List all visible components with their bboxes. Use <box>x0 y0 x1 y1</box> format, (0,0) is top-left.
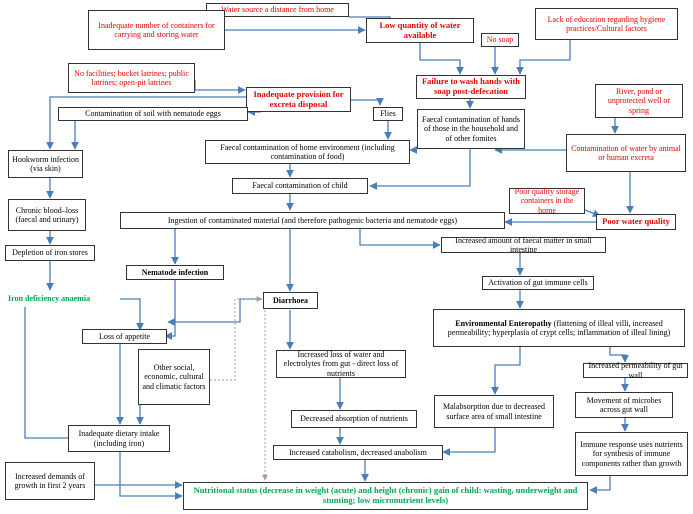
node-faecal-home: Faecal contamination of home environment… <box>205 140 410 164</box>
node-label: Increased catabolism, decreased anabolis… <box>289 447 427 457</box>
node-increased-loss: Increased loss of water and electrolytes… <box>276 350 406 378</box>
node-iron-anaemia: Iron deficiency anaemia <box>5 291 120 307</box>
node-catabolism: Increased catabolism, decreased anabolis… <box>273 445 443 460</box>
node-label: Inadequate number of containers for carr… <box>98 20 215 39</box>
node-increased-permeability: Increased permeability of gut wall <box>583 361 688 380</box>
node-no-soap: No soap <box>481 33 519 47</box>
node-label: Loss of appetite <box>98 331 151 341</box>
node-label: Increased demands of growth in first 2 y… <box>14 471 86 490</box>
node-label: Increased permeability of gut wall <box>588 361 683 380</box>
node-movement-microbes: Movement of microbes across gut wall <box>575 392 673 418</box>
node-river: River, pond or unprotected well or sprin… <box>595 84 683 118</box>
node-label: Diarrhoea <box>272 295 309 305</box>
node-label: Inadequate dietary intake (including iro… <box>78 429 160 448</box>
node-label: River, pond or unprotected well or sprin… <box>607 87 671 115</box>
node-contamination-water: Contamination of water by animal or huma… <box>566 134 686 172</box>
node-label: No soap <box>486 35 514 45</box>
node-label: Malabsorption due to decreased surface a… <box>443 402 545 421</box>
node-environmental-enteropathy: Environmental Enteropathy (flattening of… <box>433 309 685 347</box>
node-label: Low quantity of water available <box>379 19 461 40</box>
node-failure-wash: Failure to wash hands with soap post-def… <box>416 75 526 99</box>
node-increased-faecal: Increased amount of faecal matter in sma… <box>441 235 606 254</box>
node-label: Iron deficiency anaemia <box>8 294 91 304</box>
node-immune-response: Immune response uses nutrients for synth… <box>575 432 688 476</box>
node-label: Flies <box>380 109 396 119</box>
node-label: Activation of gut immune cells <box>488 278 588 288</box>
node-water-source: Water source a distance from home <box>206 3 349 17</box>
node-label: Environmental Enteropathy (flattening of… <box>437 319 681 337</box>
node-label: Nematode infection <box>141 267 209 277</box>
node-flies: Flies <box>373 107 403 121</box>
node-nematode-infection: Nematode infection <box>126 265 224 280</box>
node-depletion-iron: Depletion of iron stores <box>5 245 95 261</box>
node-inadequate-diet: Inadequate dietary intake (including iro… <box>68 425 170 452</box>
node-label: Ingestion of contaminated material (and … <box>167 215 458 225</box>
node-label: Poor quality storage containers in the h… <box>514 187 580 215</box>
env-title: Environmental Enteropathy <box>455 318 552 328</box>
node-label: Increased amount of faecal matter in sma… <box>455 235 592 254</box>
node-no-facilities: No facilities; bucket latrines; public l… <box>68 63 195 93</box>
node-label: Movement of microbes across gut wall <box>586 395 662 414</box>
node-label: Failure to wash hands with soap post-def… <box>421 76 521 96</box>
node-decreased-absorption: Decreased absorption of nutrients <box>291 410 417 428</box>
node-chronic-blood: Chronic blood–loss (faecal and urinary) <box>8 199 86 231</box>
node-label: Hookworm infection (via skin) <box>12 154 79 173</box>
node-label: Decreased absorption of nutrients <box>300 414 408 424</box>
node-label: Chronic blood–loss (faecal and urinary) <box>15 205 79 224</box>
node-label: Contamination of water by animal or huma… <box>571 143 681 162</box>
node-label: Faecal contamination of home environment… <box>220 142 395 161</box>
node-increased-demands: Increased demands of growth in first 2 y… <box>5 462 95 500</box>
node-low-quantity: Low quantity of water available <box>366 18 474 43</box>
env-text: (flattening of illeal villi, increased p… <box>447 318 671 337</box>
node-malabsorption: Malabsorption due to decreased surface a… <box>434 395 554 428</box>
node-label: Faecal contamination of child <box>252 181 348 191</box>
node-other-factors: Other social, economic, cultural and cli… <box>138 349 210 405</box>
node-label: Increased loss of water and electrolytes… <box>283 350 399 378</box>
node-loss-appetite: Loss of appetite <box>82 329 167 344</box>
node-hookworm: Hookworm infection (via skin) <box>8 150 83 178</box>
node-faecal-hands: Faecal contamination of hands of those i… <box>417 109 525 149</box>
node-label: No facilities; bucket latrines; public l… <box>74 68 189 87</box>
node-label: Contamination of soil with nematode eggs <box>85 109 221 119</box>
node-poor-storage: Poor quality storage containers in the h… <box>509 187 585 215</box>
node-label: Immune response uses nutrients for synth… <box>580 440 683 468</box>
node-label: Other social, economic, cultural and cli… <box>142 363 206 391</box>
node-nutritional-status: Nutritional status (decrease in weight (… <box>183 482 588 510</box>
node-label: Poor water quality <box>602 216 670 227</box>
node-label: Nutritional status (decrease in weight (… <box>193 485 578 505</box>
node-diarrhoea: Diarrhoea <box>263 292 318 309</box>
node-lack-education: Lack of education regarding hygiene prac… <box>535 8 678 40</box>
node-label: Lack of education regarding hygiene prac… <box>547 14 666 33</box>
node-inadequate-provision: Inadequate provision for excreta disposa… <box>246 87 351 112</box>
node-label: Depletion of iron stores <box>12 248 88 258</box>
node-soil-contamination: Contamination of soil with nematode eggs <box>58 107 248 121</box>
node-ingestion: Ingestion of contaminated material (and … <box>120 212 505 229</box>
node-faecal-child: Faecal contamination of child <box>232 178 368 194</box>
node-poor-water-quality: Poor water quality <box>596 214 676 230</box>
node-label: Inadequate provision for excreta disposa… <box>253 88 344 109</box>
node-inadequate-containers: Inadequate number of containers for carr… <box>88 10 225 50</box>
node-label: Faecal contamination of hands of those i… <box>422 115 520 143</box>
node-activation-gut: Activation of gut immune cells <box>482 276 594 290</box>
node-label: Water source a distance from home <box>221 5 334 15</box>
